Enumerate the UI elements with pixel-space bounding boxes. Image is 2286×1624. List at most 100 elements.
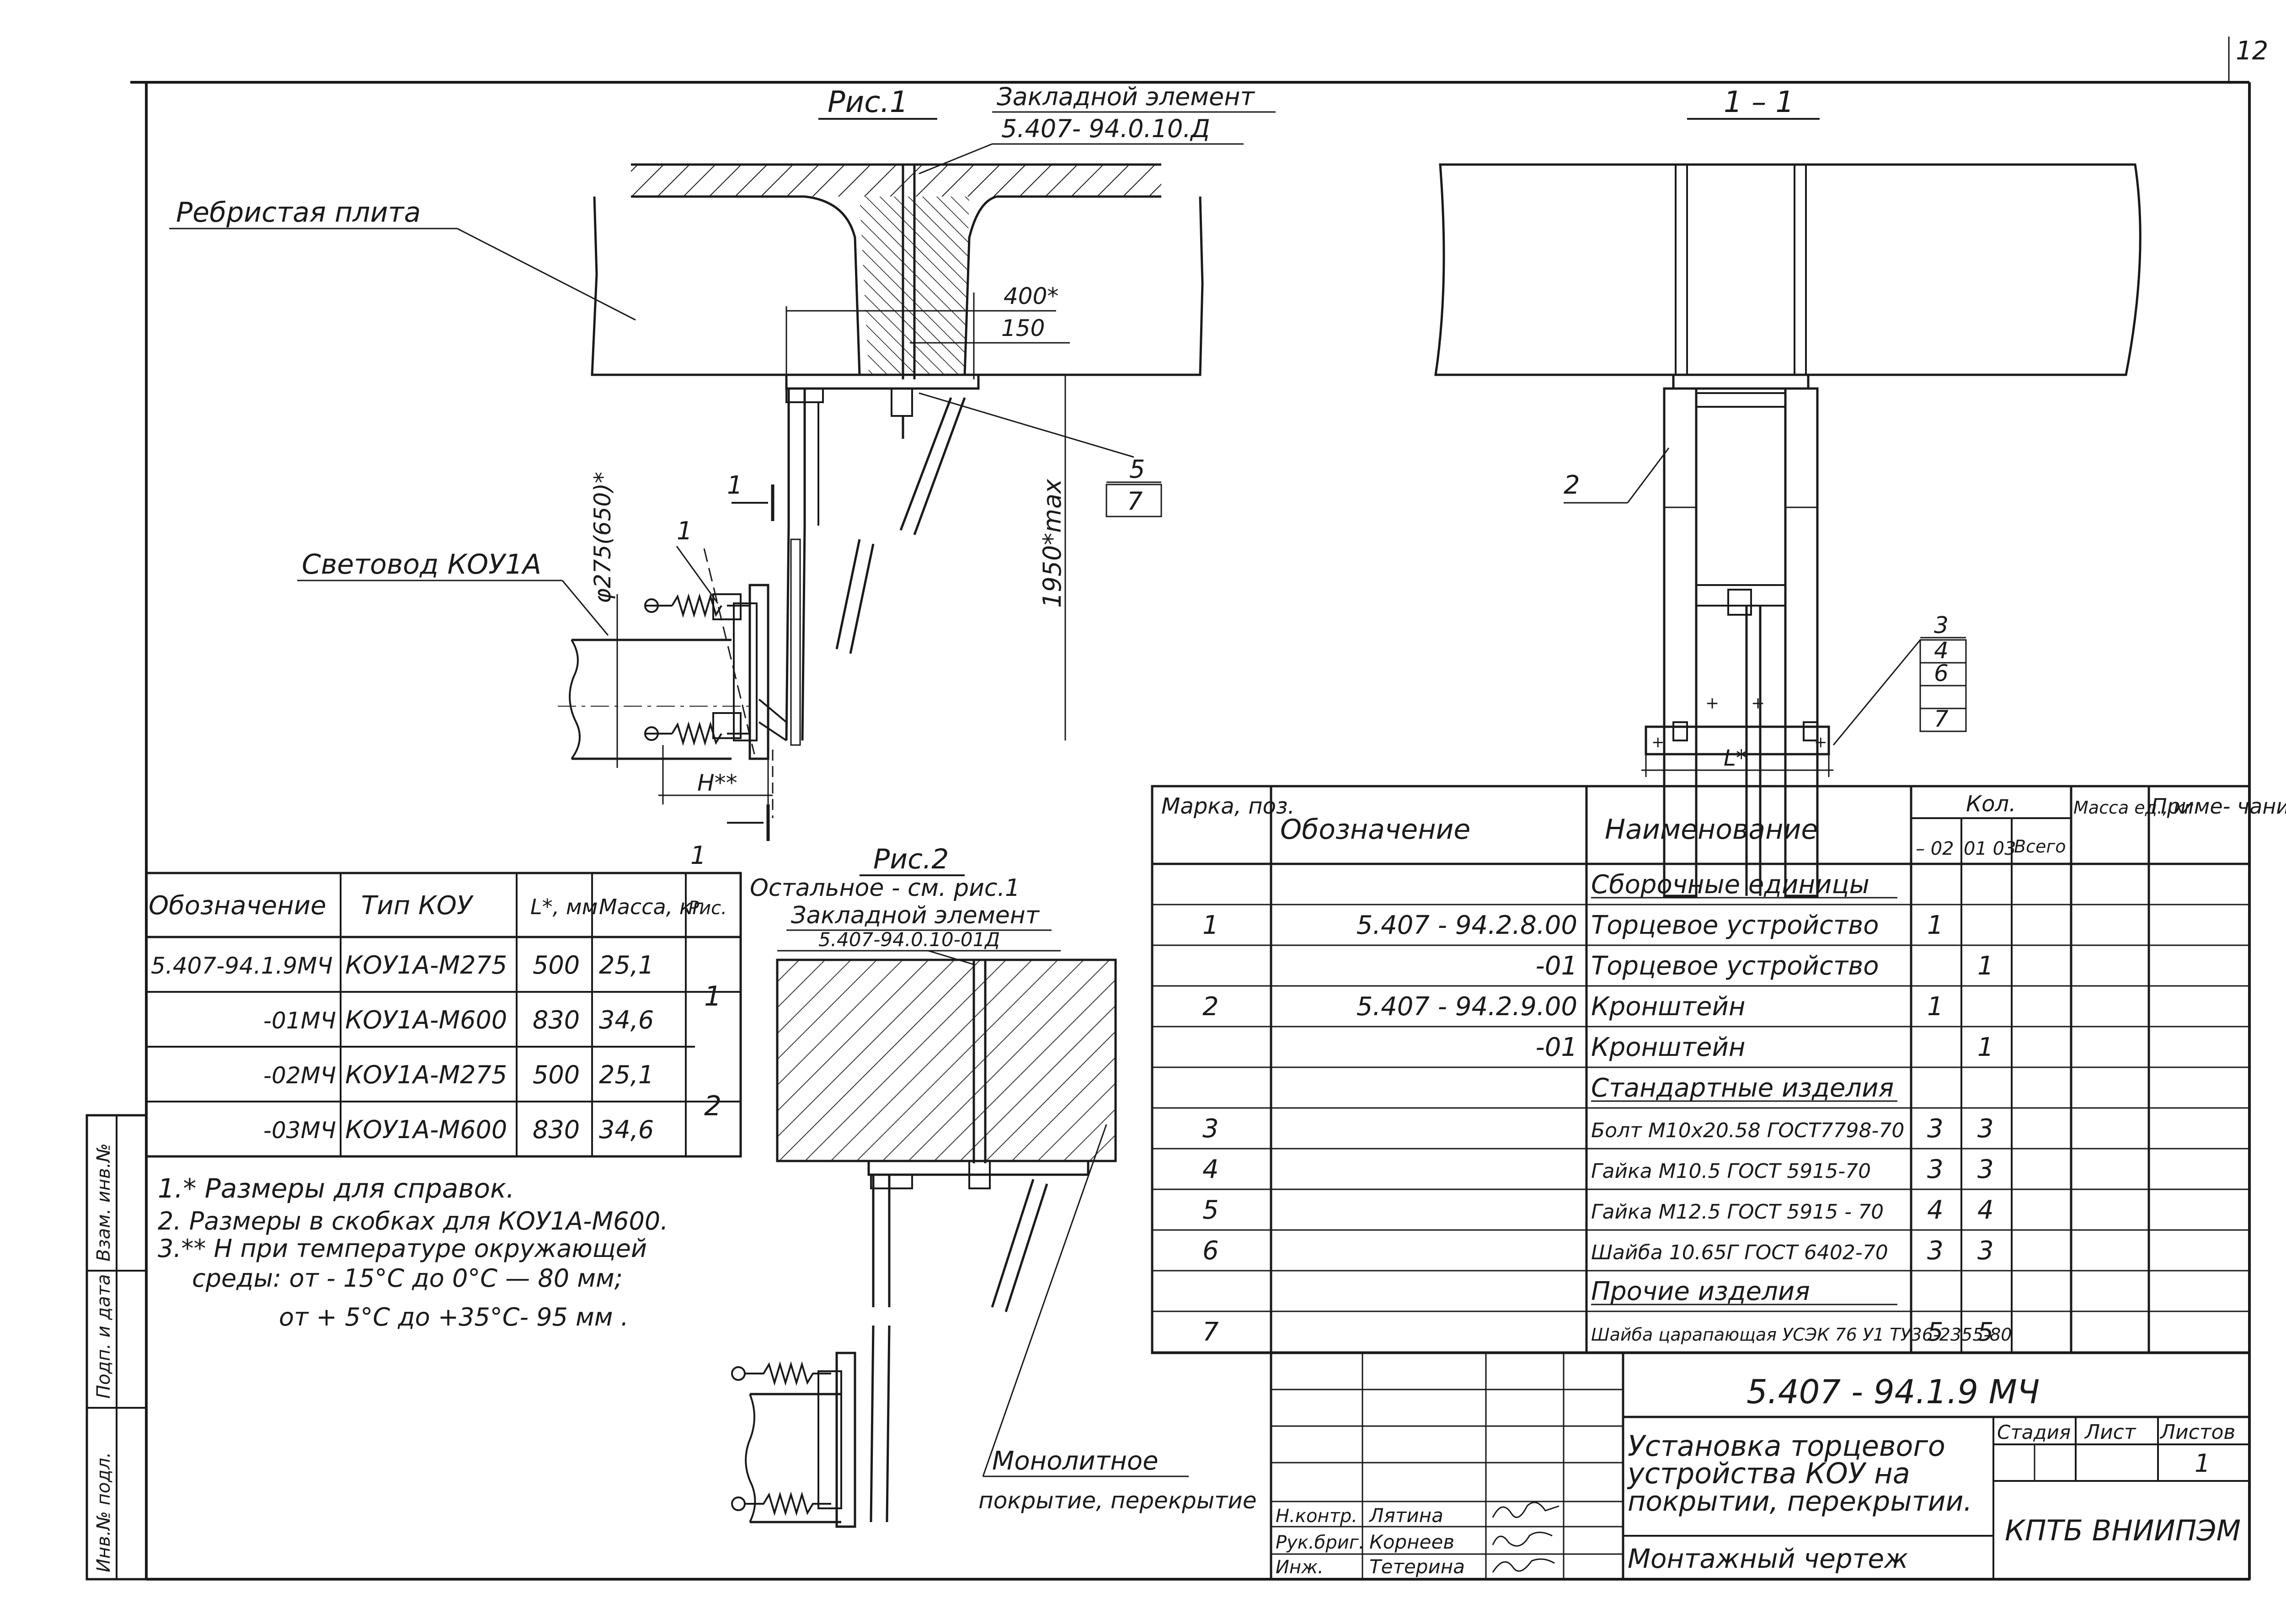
spec-pos: 7 bbox=[1202, 1317, 1219, 1347]
type-cell-3-3: 34,6 bbox=[599, 1115, 654, 1144]
title-block: 5.407 - 94.1.9 МЧ Установка торцевого ус… bbox=[1270, 1352, 2251, 1581]
spec-name: Торцевое устройство bbox=[1591, 951, 1879, 981]
tb-org: КПТБ ВНИИПЭМ bbox=[2005, 1514, 2241, 1547]
note-5: от + 5°С до +35°С- 95 мм . bbox=[279, 1303, 629, 1331]
type-cell-1-3: 34,6 bbox=[599, 1006, 654, 1034]
tb-sheets-value: 1 bbox=[2195, 1449, 2210, 1478]
figure-1: Рис.1 Закладной элемент 5.407- 94.0.10.Д… bbox=[169, 82, 1276, 870]
spec-name: Торцевое устройство bbox=[1591, 911, 1879, 940]
spec-qty-0103: 3 bbox=[1977, 1114, 1994, 1144]
spring-top bbox=[644, 593, 750, 618]
spec-th-qty-02: – 02 bbox=[1916, 838, 1954, 859]
section-title: 1 – 1 bbox=[1724, 85, 1794, 119]
dim-400: 400* bbox=[1004, 283, 1058, 309]
fig1-title: Рис.1 bbox=[828, 85, 908, 119]
type-cell-0-0: 5.407-94.1.9МЧ bbox=[151, 953, 333, 979]
callout-6: 6 bbox=[1934, 660, 1949, 687]
signature-2 bbox=[1492, 1532, 1553, 1547]
tb-doc-code: 5.407 - 94.1.9 МЧ bbox=[1747, 1373, 2040, 1411]
spec-th-designation: Обозначение bbox=[1280, 814, 1470, 846]
callout-4: 4 bbox=[1934, 637, 1949, 664]
type-table: Обозначение Тип КОУ L*, мм Масса, кг Рис… bbox=[145, 872, 742, 1158]
spec-qty-0103: 1 bbox=[1977, 1033, 1994, 1062]
diam-label: φ275(650)* bbox=[589, 472, 616, 603]
spec-section-title: Сборочные единицы bbox=[1591, 870, 1869, 900]
spec-th-note: Приме- чание bbox=[2151, 794, 2286, 819]
note-3: 3.** Н при температуре окружающей bbox=[158, 1234, 647, 1263]
tb-name-2: Корнеев bbox=[1369, 1531, 1454, 1553]
tb-role-3: Инж. bbox=[1276, 1557, 1324, 1578]
callout-7: 7 bbox=[1934, 706, 1949, 732]
spec-th-name: Наименование bbox=[1605, 814, 1818, 846]
type-cell-1-1: КОУ1А-М600 bbox=[345, 1006, 507, 1034]
spec-qty-0103: 5 bbox=[1977, 1317, 1994, 1347]
spec-th-qty: Кол. bbox=[1966, 791, 2016, 817]
type-fig-ref-2: 2 bbox=[704, 1090, 721, 1122]
type-th-l: L*, мм bbox=[530, 895, 598, 919]
fig2-embedded-label: Закладной элемент bbox=[791, 902, 1040, 929]
spec-pos: 3 bbox=[1202, 1114, 1219, 1144]
svg-text:+: + bbox=[1814, 733, 1827, 751]
spec-qty-02: 4 bbox=[1927, 1195, 1944, 1225]
section-pos-2: 2 bbox=[1564, 470, 1580, 500]
type-cell-2-0: -02МЧ bbox=[263, 1062, 336, 1089]
spec-section-title: Прочие изделия bbox=[1591, 1277, 1810, 1306]
sheet-frame bbox=[130, 81, 2251, 1581]
monolith-label-2: покрытие, перекрытие bbox=[978, 1487, 1257, 1514]
signature-3 bbox=[1492, 1558, 1555, 1573]
spec-qty-0103: 3 bbox=[1977, 1155, 1994, 1184]
tb-title-1: Установка торцевого bbox=[1628, 1429, 1945, 1463]
spec-pos: 1 bbox=[1202, 911, 1219, 940]
spec-qty-0103: 3 bbox=[1977, 1236, 1994, 1266]
svg-text:+: + bbox=[1751, 694, 1765, 713]
stamp-inv-podl: Инв.№ подл. bbox=[93, 1452, 114, 1572]
type-cell-3-0: -03МЧ bbox=[263, 1117, 336, 1144]
callout-3: 3 bbox=[1934, 612, 1949, 639]
spec-pos: 2 bbox=[1202, 992, 1219, 1022]
type-cell-1-0: -01МЧ bbox=[263, 1007, 336, 1034]
type-cell-3-2: 830 bbox=[533, 1115, 580, 1144]
light-guide-pipe bbox=[558, 639, 750, 760]
tb-sheets: Листов bbox=[2159, 1421, 2235, 1444]
tb-sheet: Лист bbox=[2084, 1421, 2136, 1444]
l-dim-label: L* bbox=[1724, 745, 1747, 771]
tb-role-1: Н.контр. bbox=[1276, 1506, 1357, 1527]
type-th-fig: Рис. bbox=[688, 898, 727, 919]
spec-pos: 5 bbox=[1202, 1195, 1219, 1225]
fig1-embedded-code: 5.407- 94.0.10.Д bbox=[1001, 114, 1210, 143]
section-mark-1-pos: 1 bbox=[677, 516, 692, 545]
type-cell-3-1: КОУ1А-М600 bbox=[345, 1115, 507, 1144]
spec-qty-02: 3 bbox=[1927, 1155, 1944, 1184]
spec-pos: 6 bbox=[1202, 1236, 1219, 1266]
type-cell-2-3: 25,1 bbox=[599, 1060, 654, 1089]
type-cell-1-2: 830 bbox=[533, 1006, 580, 1034]
svg-text:+: + bbox=[1705, 694, 1719, 713]
type-cell-2-2: 500 bbox=[533, 1060, 580, 1089]
tb-role-2: Рук.бриг. bbox=[1276, 1532, 1364, 1553]
spec-name: Гайка М10.5 ГОСТ 5915-70 bbox=[1591, 1160, 1871, 1183]
spec-qty-02: 5 bbox=[1927, 1317, 1944, 1347]
note-4: среды: от - 15°С до 0°С — 80 мм; bbox=[192, 1264, 623, 1293]
note-1: 1.* Размеры для справок. bbox=[158, 1173, 514, 1204]
tb-title-3: покрытии, перекрытии. bbox=[1628, 1486, 1972, 1518]
spec-code: -01 bbox=[1536, 951, 1577, 981]
note-2: 2. Размеры в скобках для КОУ1А-М600. bbox=[158, 1207, 668, 1235]
light-guide-label: Световод КОУ1А bbox=[302, 548, 541, 580]
monolith-label-1: Монолитное bbox=[992, 1446, 1159, 1476]
stamp-vzam-inv: Взам. инв.№ bbox=[93, 1143, 114, 1262]
spec-code: -01 bbox=[1536, 1033, 1577, 1062]
type-th-mass: Масса, кг bbox=[599, 895, 704, 919]
spec-section-title: Стандартные изделия bbox=[1591, 1073, 1894, 1103]
fig1-pos-5: 5 bbox=[1129, 455, 1145, 484]
section-cut-bottom: 1 bbox=[690, 841, 706, 870]
type-th-type: Тип КОУ bbox=[361, 891, 474, 921]
spec-qty-02: 3 bbox=[1927, 1114, 1944, 1144]
tb-name-1: Лятина bbox=[1368, 1504, 1443, 1527]
spec-qty-0103: 1 bbox=[1977, 951, 1994, 981]
spec-name: Шайба 10.65Г ГОСТ 6402-70 bbox=[1591, 1241, 1888, 1264]
spec-code: 5.407 - 94.2.9.00 bbox=[1357, 992, 1577, 1022]
notes: 1.* Размеры для справок. 2. Размеры в ск… bbox=[158, 1173, 668, 1331]
ribbed-slab-label: Ребристая плита bbox=[176, 197, 421, 229]
